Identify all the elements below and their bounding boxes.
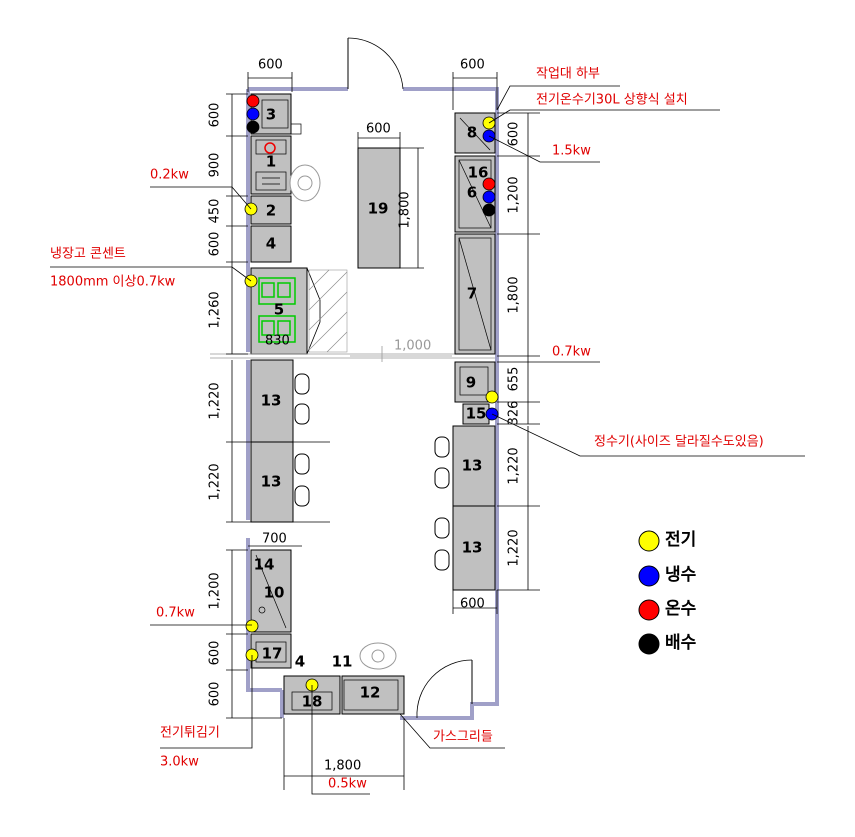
note-water-heater: 전기온수기30L 상향식 설치 <box>536 93 688 108</box>
label-4: 4 <box>266 235 276 253</box>
dim-right-1220a: 1,220 <box>507 447 522 484</box>
equipment-13-right-b[interactable] <box>452 505 496 591</box>
equipment-19-table[interactable] <box>357 147 401 269</box>
bottom-door <box>416 659 473 719</box>
dim-right-655: 655 <box>507 367 522 392</box>
legend: 전기 냉수 온수 배수 <box>638 530 697 655</box>
dim-aisle: 1,000 <box>394 339 431 354</box>
dim-left-900: 900 <box>208 153 223 178</box>
dim-left-600b: 600 <box>208 232 223 257</box>
label-13-b: 13 <box>261 473 282 491</box>
legend-drain-label: 배수 <box>665 633 697 653</box>
legend-electric-icon <box>638 530 660 552</box>
dim-left-600: 600 <box>208 103 223 128</box>
dim-left-450: 450 <box>208 199 223 224</box>
leader-lines <box>50 85 805 795</box>
left-stools <box>294 373 310 507</box>
top-door <box>347 37 404 90</box>
legend-hot-water-label: 온수 <box>665 599 697 619</box>
note-0-7kw-left: 0.7kw <box>156 606 195 621</box>
hot-water-point <box>482 177 496 191</box>
dim-left-600c: 600 <box>208 641 223 666</box>
person-icon-bottom <box>359 642 397 670</box>
note-0-7kw-right: 0.7kw <box>552 345 591 360</box>
legend-drain-icon <box>638 633 660 655</box>
note-3-0kw: 3.0kw <box>160 755 199 770</box>
drain-point <box>246 120 260 134</box>
label-19: 19 <box>368 200 389 218</box>
label-4b: 4 <box>295 653 305 671</box>
dim-left-1220a: 1,220 <box>208 382 223 419</box>
label-7: 7 <box>467 285 477 303</box>
utility-points <box>244 94 499 692</box>
dim-right-1220b: 1,220 <box>507 529 522 566</box>
fridge-shelves-icon <box>258 277 296 343</box>
dim-right-1200: 1,200 <box>507 176 522 213</box>
dim-right-326: 326 <box>507 401 522 426</box>
dim-left-1260: 1,260 <box>208 291 223 328</box>
legend-hot-water-icon <box>638 599 660 621</box>
label-13-d: 13 <box>462 539 483 557</box>
label-1: 1 <box>266 153 276 171</box>
dim-left-bottom-width: 700 <box>262 532 287 547</box>
dim-bottom-width: 1,800 <box>324 759 361 774</box>
dim-center-depth: 1,800 <box>398 191 413 228</box>
note-1-5kw: 1.5kw <box>552 144 591 159</box>
dim-right-top-width: 600 <box>460 58 485 73</box>
dim-right-bottom-width: 600 <box>460 597 485 612</box>
dim-left-top-width: 600 <box>258 58 283 73</box>
dim-right-1800: 1,800 <box>507 276 522 313</box>
label-15: 15 <box>466 405 487 423</box>
equipment-13-left-b[interactable] <box>250 441 294 523</box>
label-16: 16 <box>468 164 489 182</box>
note-water-purifier: 정수기(사이즈 달라질수도있음) <box>594 435 764 450</box>
label-8: 8 <box>467 124 477 142</box>
note-0-5kw: 0.5kw <box>328 777 367 792</box>
burner-icon <box>264 142 276 154</box>
note-fridge-height: 1800mm 이상0.7kw <box>50 275 176 290</box>
dim-center-width: 600 <box>366 122 391 137</box>
label-11: 11 <box>332 653 353 671</box>
label-13-a: 13 <box>261 392 282 410</box>
legend-cold-water-icon <box>638 565 660 587</box>
note-under-table: 작업대 하부 <box>536 67 600 82</box>
label-14: 14 <box>254 556 275 574</box>
note-0-2kw: 0.2kw <box>150 168 189 183</box>
person-icon <box>289 164 321 202</box>
cold-water-point <box>246 107 260 121</box>
dim-left-1200: 1,200 <box>208 572 223 609</box>
label-17: 17 <box>262 645 283 663</box>
label-12: 12 <box>360 684 381 702</box>
label-13-c: 13 <box>462 457 483 475</box>
note-gas-griddle: 가스그리들 <box>433 730 493 745</box>
label-3: 3 <box>266 106 276 124</box>
wall-hatch <box>308 269 348 353</box>
room-walls <box>246 87 499 720</box>
dimension-lines <box>226 72 540 790</box>
label-10: 10 <box>264 584 285 602</box>
note-fridge-outlet: 냉장고 콘센트 <box>50 247 126 262</box>
label-6: 6 <box>467 184 477 202</box>
label-830: 830 <box>265 334 290 349</box>
equipment-12-griddle[interactable] <box>341 675 405 715</box>
dim-left-1220b: 1,220 <box>208 463 223 500</box>
right-stools <box>434 436 450 571</box>
cold-water-point <box>482 190 496 204</box>
label-2: 2 <box>266 202 276 220</box>
hot-water-point <box>246 94 260 108</box>
legend-electric-label: 전기 <box>665 530 696 550</box>
electric-point <box>245 619 259 633</box>
label-9: 9 <box>466 374 476 392</box>
equipment-4[interactable] <box>250 225 292 263</box>
equipment-2[interactable] <box>250 195 292 225</box>
legend-cold-water-label: 냉수 <box>665 565 697 585</box>
label-5: 5 <box>274 301 284 319</box>
note-electric-fryer: 전기튀김기 <box>160 726 220 741</box>
dim-left-600d: 600 <box>208 682 223 707</box>
drain-point <box>482 203 496 217</box>
electric-point <box>485 390 499 404</box>
dim-right-600: 600 <box>507 122 522 147</box>
